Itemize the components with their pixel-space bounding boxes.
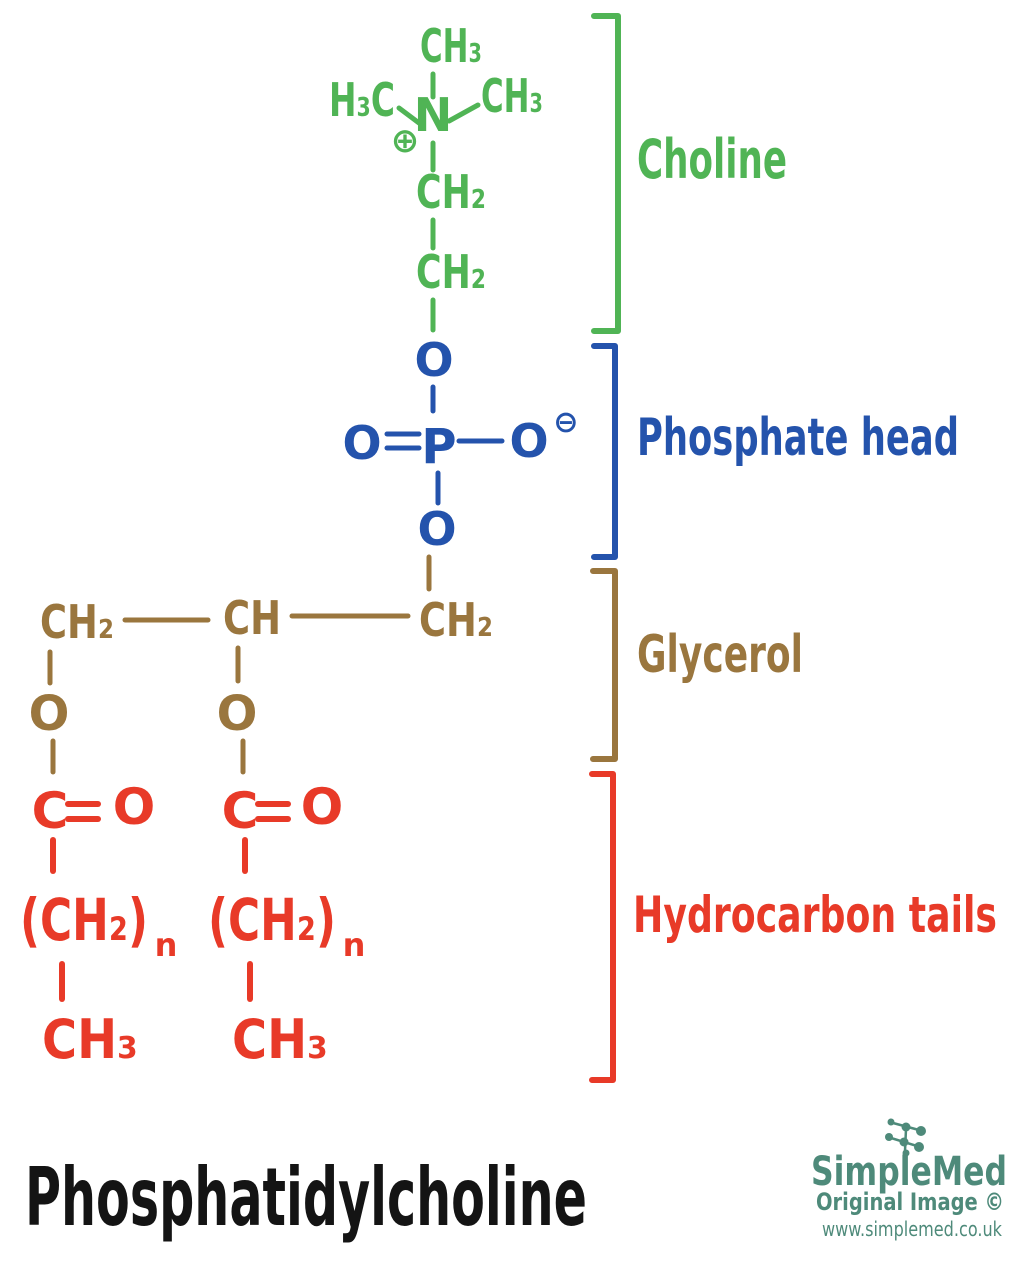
tail-left-ch3: CH₃ [42,1008,138,1071]
hydrocarbon-bracket [589,771,616,1083]
tail-right-ch3: CH₃ [232,1008,328,1071]
choline-ch3-top: CH₃ [420,19,482,73]
choline-ch3-right: CH₃ [481,69,543,123]
simplemed-watermark: SimpleMed Original Image © www.simplemed… [811,1118,1007,1241]
hydrocarbon-tails-label: Hydrocarbon tails [633,886,997,944]
glycerol-ch2-left: CH₂ [40,595,114,649]
tail-left-chain-subscript: n [155,926,178,964]
phosphate-o-top: O [414,333,453,387]
phosphate-head-label: Phosphate head [637,408,959,468]
minus-charge-icon: ⊖ [553,405,578,440]
glycerol-bracket [590,568,618,762]
choline-structure-group: CH₃ H₃C N CH₃ ⊕ CH₂ CH₂ [329,19,543,333]
tail-right-c: C [222,782,259,840]
icon-dot [887,1118,895,1126]
glycerol-o-center: O [217,686,258,742]
choline-ch2-lower: CH₂ [416,245,486,299]
icon-dot [902,1149,910,1157]
icon-dot [914,1142,924,1152]
bond [446,102,481,124]
glycerol-label: Glycerol [637,625,803,685]
choline-ch2-upper: CH₂ [416,165,486,219]
tail-left-chain: (CH₂) [20,886,148,954]
tail-left-c: C [32,782,69,840]
icon-dot [885,1133,893,1141]
phosphate-p: P [421,419,456,475]
molecule-dots-icon [885,1118,926,1157]
tail-right-chain-subscript: n [343,926,366,964]
phosphate-o-bottom: O [417,502,456,556]
watermark-line2: Original Image © [816,1188,1004,1216]
choline-nitrogen: N [414,88,453,142]
glycerol-ch2-right: CH₂ [419,593,493,647]
glycerol-o-left: O [29,686,70,742]
glycerol-structure-group: CH₂ CH CH₂ O O [29,554,493,775]
tail-left-o: O [113,778,156,836]
watermark-url: www.simplemed.co.uk [822,1217,1002,1241]
phosphate-structure-group: O O P O ⊖ O [342,333,578,556]
bond [396,105,422,126]
hydrocarbon-right-tail-group: C O (CH₂) n CH₃ [208,778,365,1071]
tail-right-o: O [301,778,344,836]
choline-bracket [591,13,621,334]
icon-dot [899,1137,909,1147]
icon-dot [916,1126,926,1136]
phosphate-bracket [591,343,618,560]
hydrocarbon-left-tail-group: C O (CH₂) n CH₃ [20,778,177,1071]
tail-right-chain: (CH₂) [208,886,336,954]
phosphate-o-left: O [342,416,381,470]
watermark-brand: SimpleMed [811,1149,1007,1195]
page-title: Phosphatidylcholine [25,1151,587,1244]
icon-dot [901,1122,911,1132]
plus-charge-icon: ⊕ [391,121,420,161]
choline-label: Choline [637,128,787,191]
choline-h3c-left: H₃C [329,73,395,127]
phosphate-o-right: O [509,414,548,468]
glycerol-ch-center: CH [223,591,281,645]
